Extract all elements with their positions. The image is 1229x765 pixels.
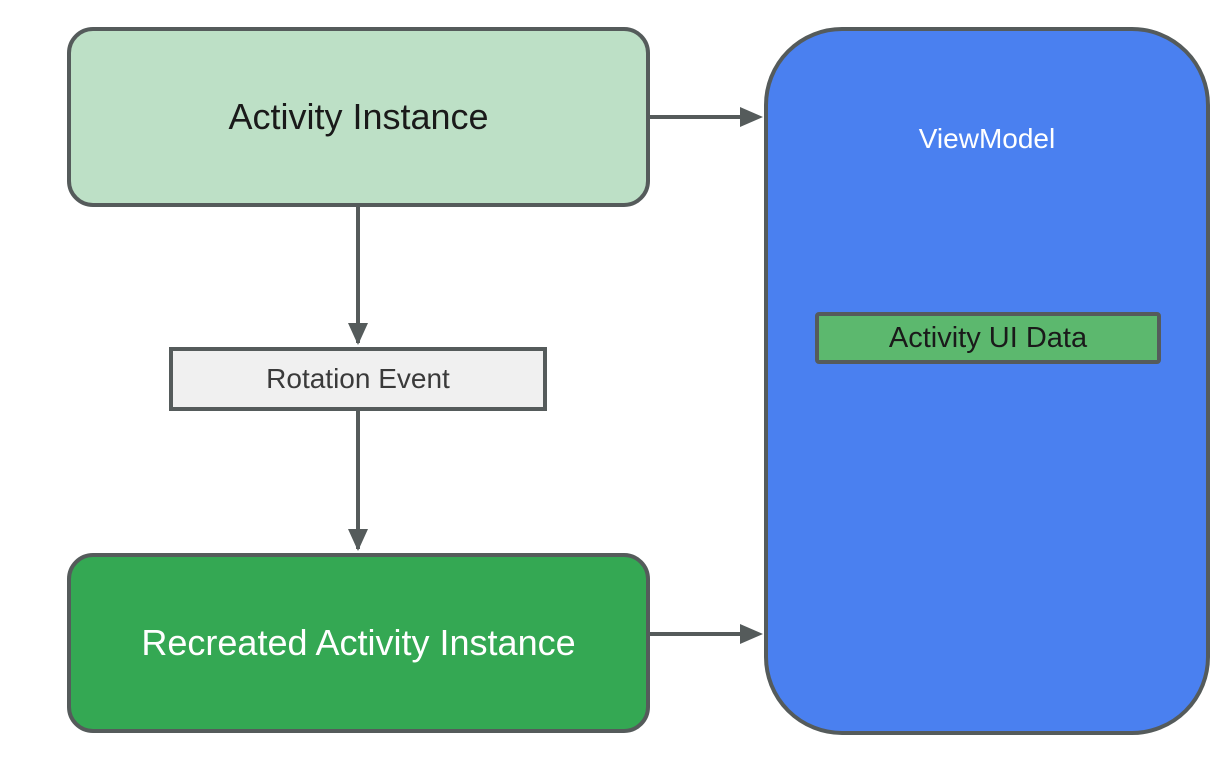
viewmodel-node: ViewModel [764, 27, 1210, 735]
activity-ui-data-node: Activity UI Data [815, 312, 1161, 364]
viewmodel-label: ViewModel [918, 123, 1056, 154]
arrowhead-activity-to-viewmodel [740, 107, 763, 127]
activity-instance-node: Activity Instance [67, 27, 650, 207]
activity-ui-data-label: Activity UI Data [888, 321, 1088, 354]
activity-instance-label: Activity Instance [228, 96, 489, 137]
arrowhead-rotation-to-recreated [348, 529, 368, 551]
arrowhead-activity-to-rotation [348, 323, 368, 345]
recreated-activity-instance-node: Recreated Activity Instance [67, 553, 650, 733]
rotation-event-node: Rotation Event [169, 347, 547, 411]
recreated-activity-instance-label: Recreated Activity Instance [141, 622, 576, 663]
arrowhead-recreated-to-viewmodel [740, 624, 763, 644]
rotation-event-label: Rotation Event [266, 363, 450, 394]
